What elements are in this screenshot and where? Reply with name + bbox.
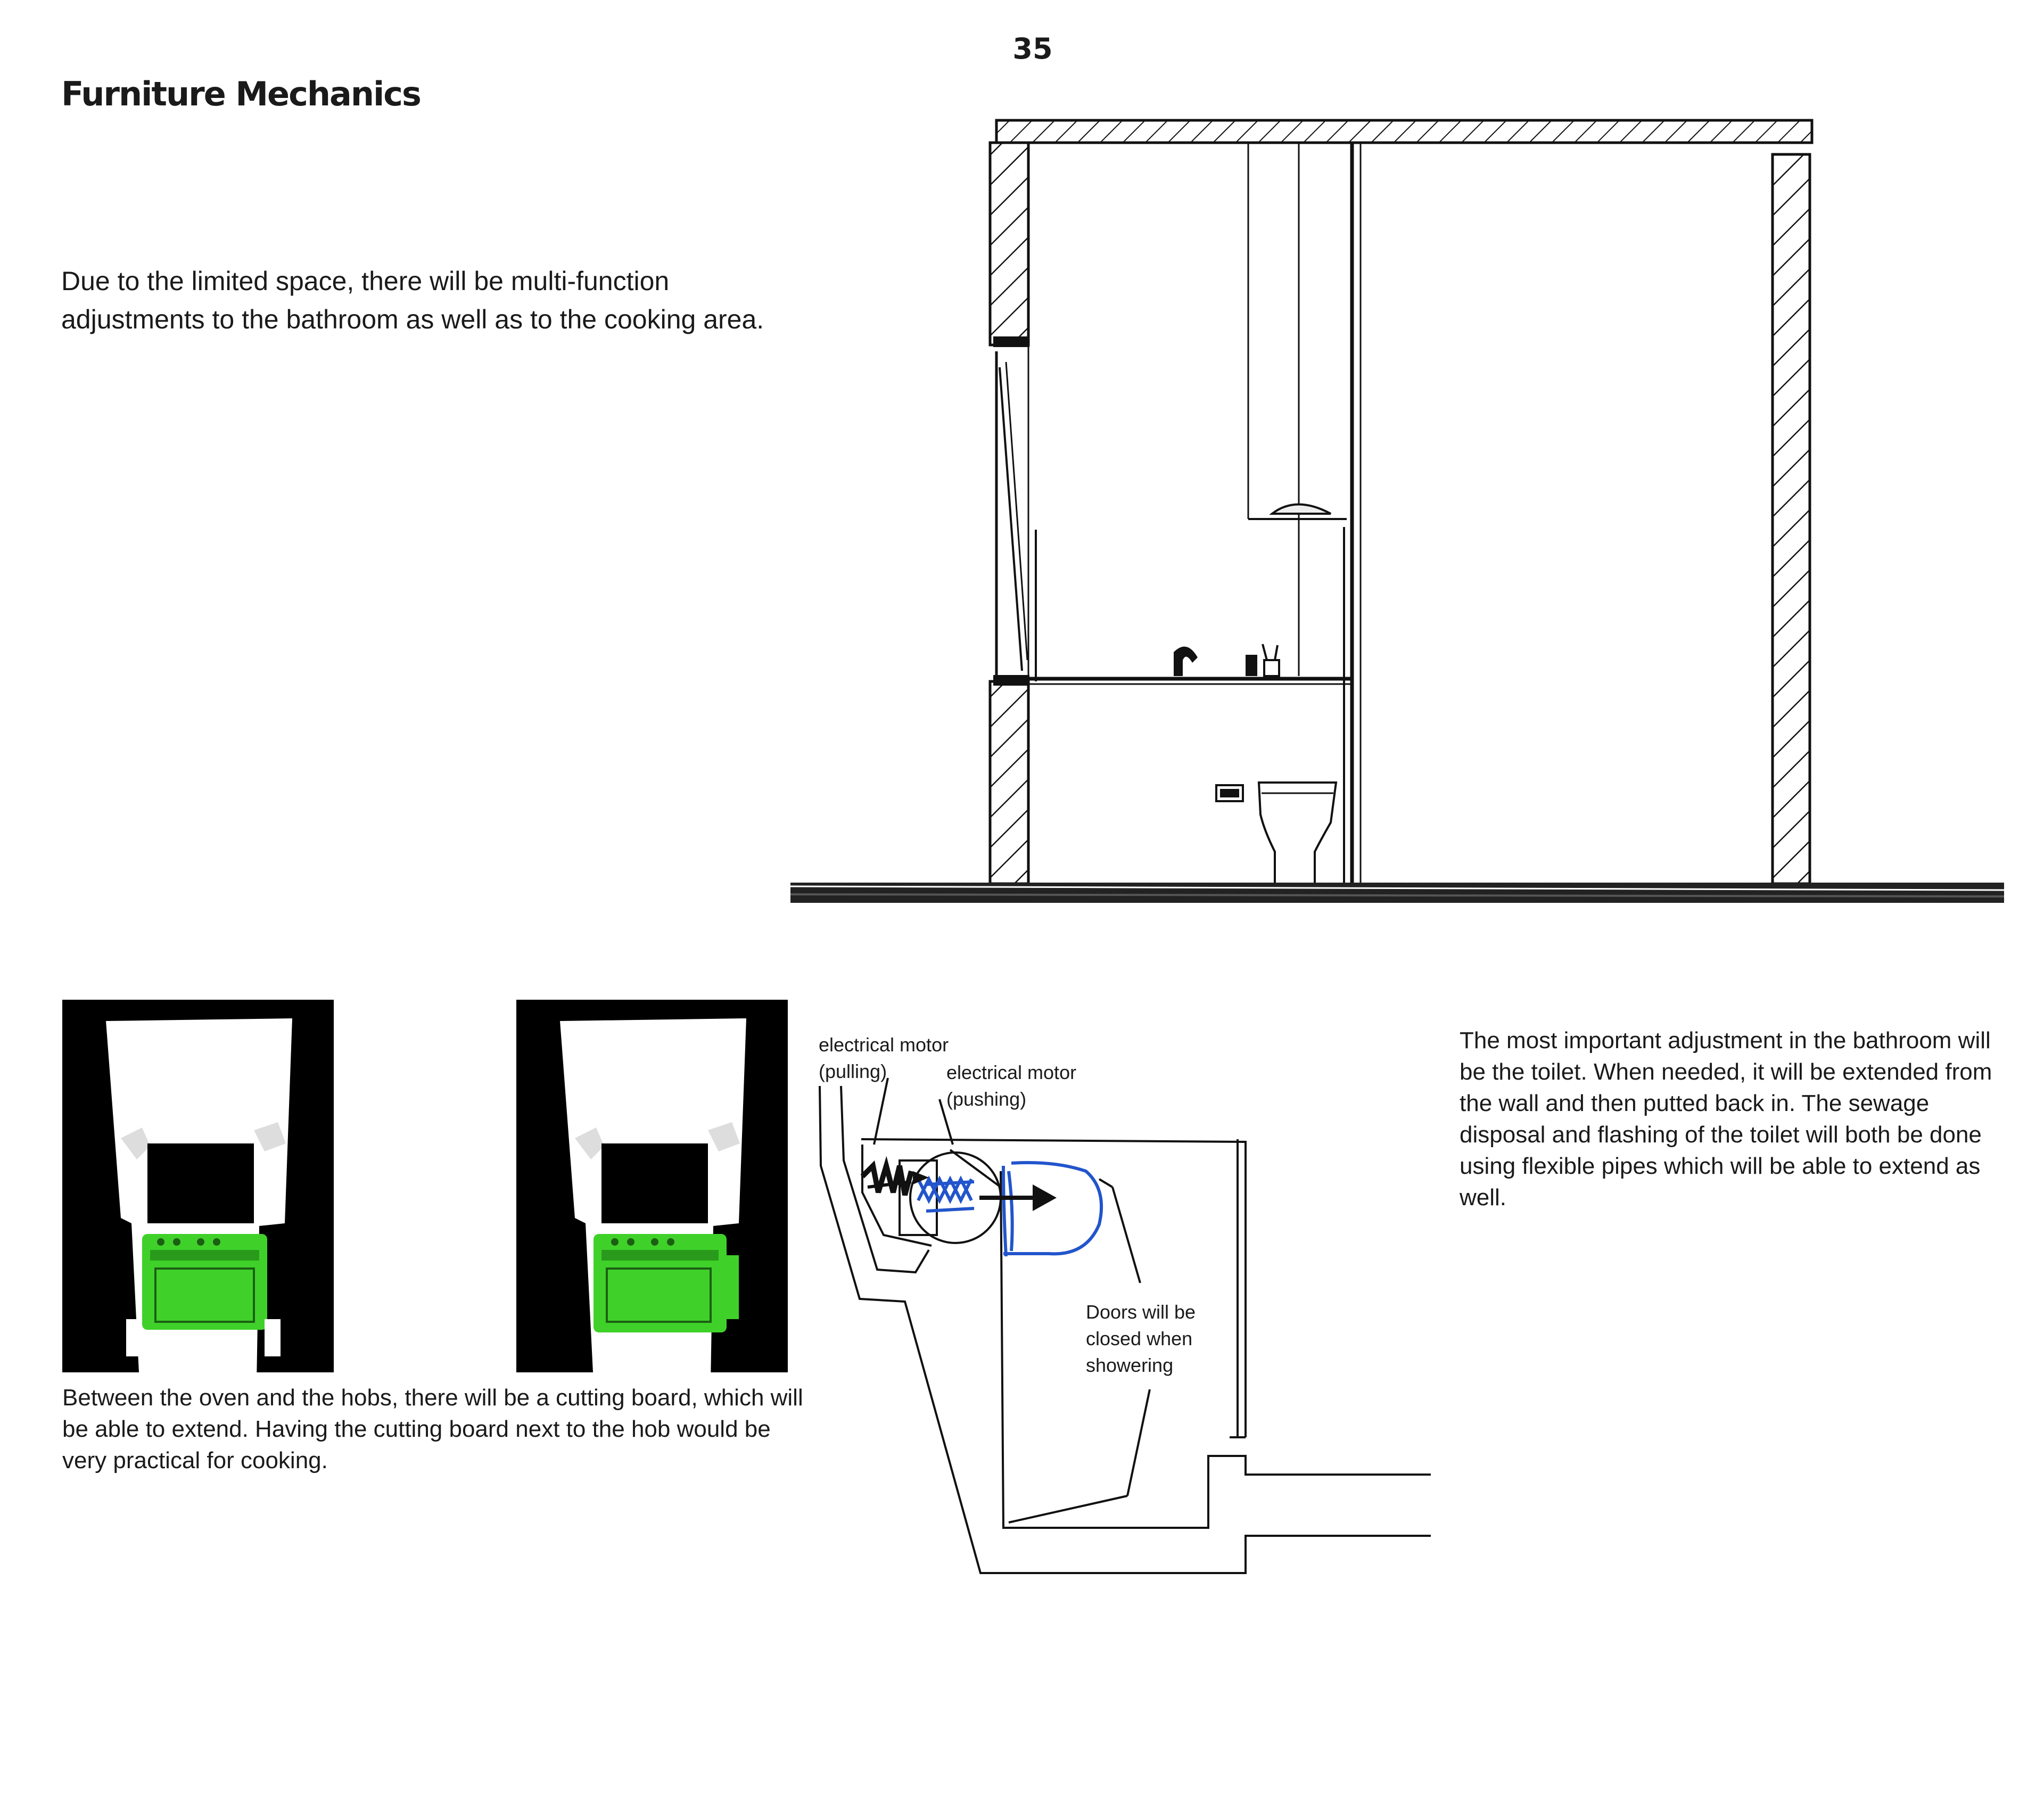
roof-slab bbox=[995, 119, 1814, 144]
cutting-board-caption: Between the oven and the hobs, there wil… bbox=[62, 1385, 803, 1474]
toilet-caption: The most important adjustment in the bat… bbox=[1460, 1027, 1992, 1211]
left-wall bbox=[988, 141, 1030, 347]
motor-pulling-label: electrical motor (pulling) bbox=[819, 1034, 949, 1082]
page-title: Furniture Mechanics bbox=[61, 75, 422, 113]
intro-paragraph: Due to the limited space, there will be … bbox=[61, 266, 764, 334]
oven-model-photo-1 bbox=[62, 1000, 334, 1372]
ground-line bbox=[790, 883, 2004, 903]
oven-model-photo-2 bbox=[516, 1000, 788, 1372]
page-number: 35 bbox=[1012, 32, 1053, 65]
doors-label: Doors will be closed when showering bbox=[1086, 1301, 1196, 1376]
section-drawing bbox=[790, 119, 2005, 903]
motor-pushing-label: electrical motor (pushing) bbox=[946, 1061, 1077, 1110]
